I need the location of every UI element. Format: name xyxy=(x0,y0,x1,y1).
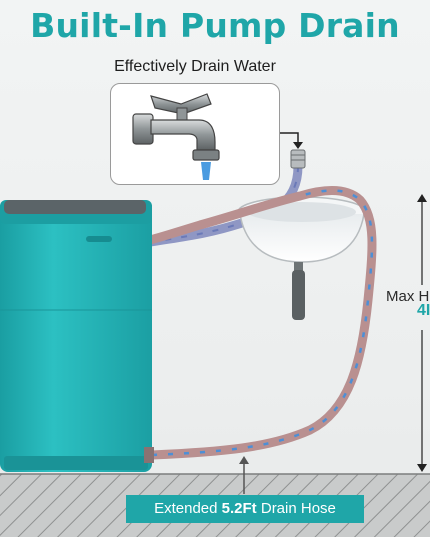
faucet-icon xyxy=(132,93,220,180)
arrow-down-icon xyxy=(278,132,303,149)
washer-icon xyxy=(0,200,154,472)
drain-hose-suffix: Drain Hose xyxy=(260,500,336,517)
max-height-dimension xyxy=(417,194,427,472)
faucet-panel xyxy=(110,83,280,185)
page-title: Built-In Pump Drain xyxy=(30,6,400,45)
arrow-up-icon xyxy=(417,194,427,202)
arrow-up-icon xyxy=(239,456,249,494)
drain-hose-prefix: Extended xyxy=(154,500,218,517)
arrow-down-icon xyxy=(417,464,427,472)
drain-hose xyxy=(145,186,377,460)
inlet-hose xyxy=(145,149,306,247)
sink-icon xyxy=(237,196,367,320)
drain-hose-length: 5.2Ft xyxy=(221,500,257,517)
max-height-label: Max H xyxy=(386,288,430,305)
page-subtitle: Effectively Drain Water xyxy=(114,58,276,75)
max-height-value: 4I xyxy=(417,302,430,319)
drain-hose-banner: Extended 5.2Ft Drain Hose xyxy=(126,495,364,523)
